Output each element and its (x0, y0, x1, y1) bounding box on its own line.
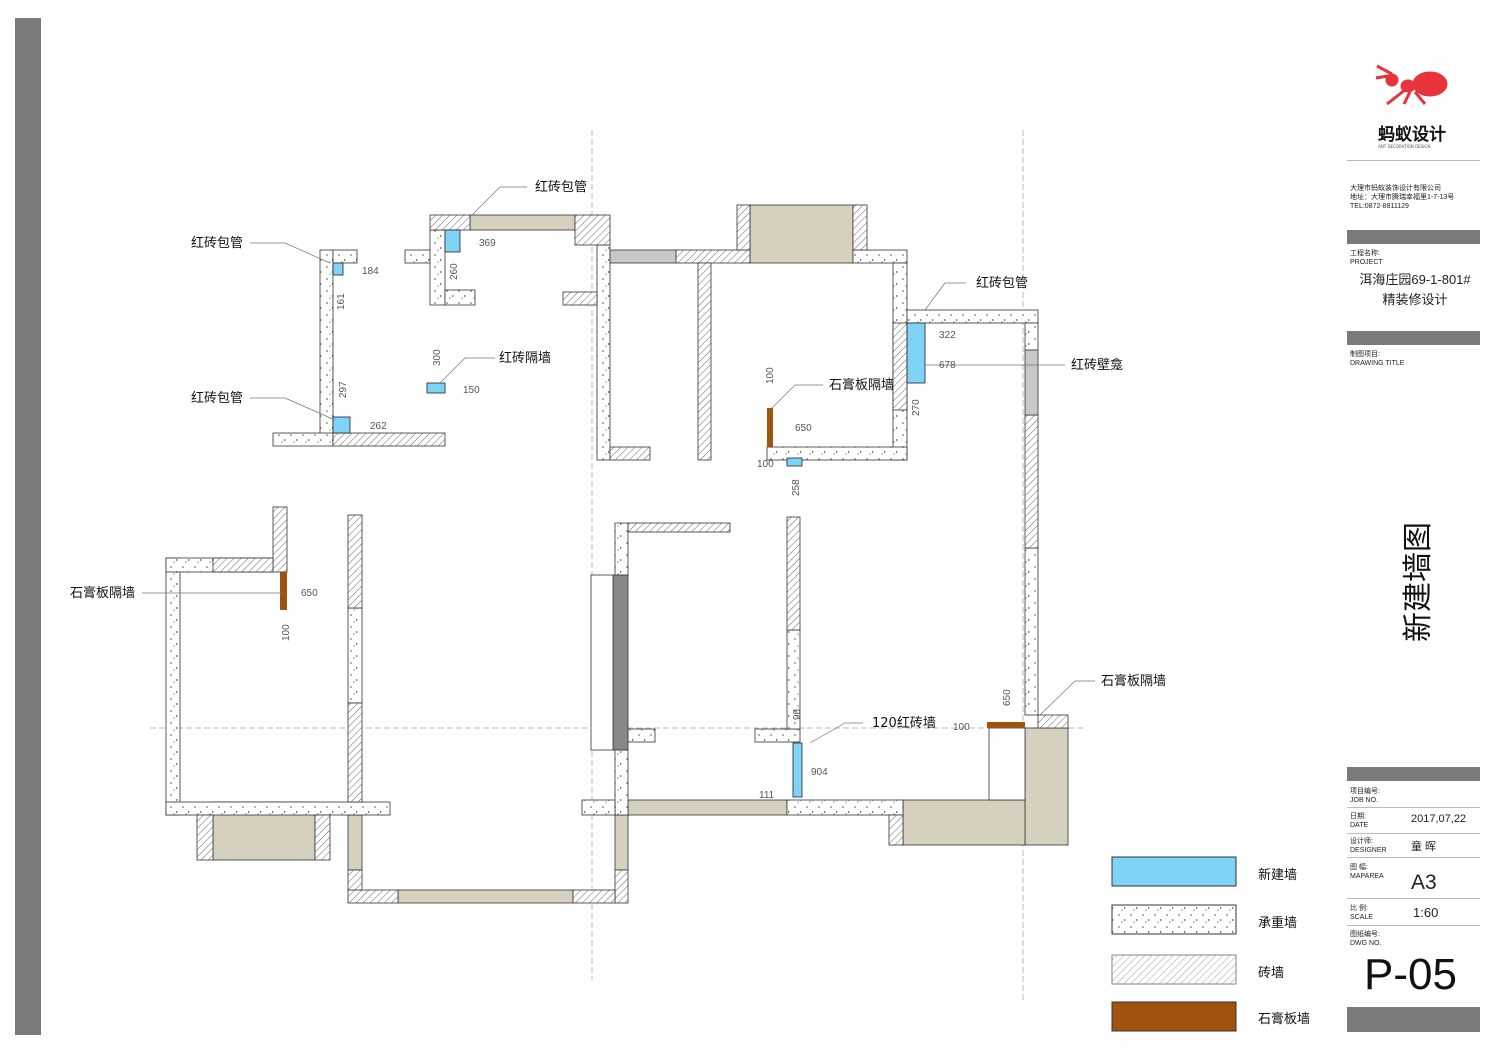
dimension: 258 (791, 479, 802, 496)
scale-label-en: SCALE (1350, 914, 1373, 921)
dimension: 100 (765, 367, 776, 384)
dimension: 678 (939, 360, 956, 371)
maparea-value: A3 (1411, 871, 1437, 894)
dimension: 369 (479, 238, 496, 249)
title-block-bar (1347, 767, 1480, 781)
gypsum-walls (280, 408, 1025, 728)
dimension: 161 (336, 293, 347, 310)
axis-lines (150, 130, 1085, 1000)
date-label-en: DATE (1350, 822, 1369, 829)
drawing-title-label: 制图项目: (1350, 351, 1380, 358)
legend-swatch-new-wall (1111, 856, 1237, 887)
designer-value: 童 晖 (1411, 841, 1437, 853)
dimensions: 369 184 260 161 300 150 297 262 322 678 … (281, 238, 1013, 801)
company-logo-text: 蚂蚁设计 (1378, 124, 1446, 145)
dimension: 111 (759, 790, 775, 801)
leader-lines (142, 186, 1095, 744)
title-block-bar (1347, 230, 1480, 244)
project-label-en: PROJECT (1350, 259, 1383, 266)
legend-label: 承重墙 (1258, 915, 1297, 931)
legend-label: 石膏板墙 (1258, 1011, 1310, 1027)
dimension: 904 (811, 767, 828, 778)
left-margin-bar (15, 18, 41, 1035)
title-block-bar (1347, 331, 1480, 345)
date-label: 日期: (1350, 813, 1366, 820)
company-tel: TEL:0872-8811129 (1350, 203, 1409, 210)
dimension: 650 (301, 588, 318, 599)
job-no-label-en: JOB NO. (1350, 797, 1379, 804)
project-label: 工程名称: (1350, 250, 1380, 257)
maparea-label: 图 幅: (1350, 864, 1368, 871)
annotation: 120红砖墙 (872, 715, 936, 731)
date-value: 2017,07,22 (1411, 813, 1467, 825)
scale-value: 1:60 (1413, 905, 1439, 920)
company-address: 地址：大理市腾瑞幸福里1-7-13号 (1350, 194, 1455, 201)
dimension: 100 (281, 624, 292, 641)
dimension: 650 (1002, 689, 1013, 706)
designer-label: 设计师: (1350, 838, 1373, 845)
annotation: 红砖包管 (191, 235, 243, 251)
dimension: 260 (449, 263, 460, 280)
annotation: 石膏板隔墙 (1101, 673, 1166, 689)
dwg-no-label-en: DWG NO. (1350, 940, 1382, 947)
company-logo-subtext: ANT DECORATION DESIGN (1378, 144, 1431, 149)
dimension: 262 (370, 421, 387, 432)
dimension: 100 (953, 722, 970, 733)
dwg-no-value: P-05 (1364, 950, 1457, 999)
company-info: 大理市蚂蚁装饰设计有限公司 地址：大理市腾瑞幸福里1-7-13号 TEL:087… (1350, 184, 1454, 211)
dimension: 322 (939, 330, 956, 341)
maparea-label-en: MAPAREA (1350, 873, 1384, 880)
annotation: 红砖包管 (535, 179, 587, 195)
company-full-name: 大理市蚂蚁装饰设计有限公司 (1350, 185, 1441, 192)
dwg-no-label: 图纸编号: (1350, 931, 1380, 938)
annotation: 红砖包管 (976, 275, 1028, 291)
drawing-title-label-en: DRAWING TITLE (1350, 360, 1405, 367)
legend-swatch-load-bearing (1111, 904, 1237, 935)
dimension: 300 (432, 349, 443, 366)
dimension: 184 (362, 266, 379, 277)
annotation: 红砖包管 (191, 390, 243, 406)
dimension: 100 (757, 459, 774, 470)
walls (165, 204, 1069, 904)
title-block-bar (1347, 1007, 1480, 1032)
annotation: 石膏板隔墙 (829, 377, 894, 393)
ant-logo-icon (1375, 64, 1448, 106)
dimension: 650 (795, 423, 812, 434)
scale-label: 比 例: (1350, 905, 1368, 912)
annotation: 石膏板隔墙 (70, 585, 135, 601)
project-name: 洱海庄园69-1-801# (1359, 272, 1471, 287)
job-no-label: 项目编号: (1350, 788, 1380, 795)
dimension: 98 (792, 708, 803, 720)
annotation: 红砖壁龛 (1071, 357, 1123, 373)
annotations: 红砖包管 红砖包管 红砖隔墙 红砖包管 红砖包管 红砖壁龛 石膏板隔墙 石膏板隔… (70, 179, 1166, 731)
dimension: 270 (911, 399, 922, 416)
drawing-title: 新建墙图 (1401, 522, 1436, 642)
legend: 新建墙 承重墙 砖墙 石膏板墙 (1111, 856, 1310, 1032)
legend-label: 砖墙 (1258, 966, 1284, 981)
legend-swatch-brick (1111, 954, 1237, 985)
dimension: 297 (338, 381, 349, 398)
new-walls (332, 229, 926, 798)
designer-label-en: DESIGNER (1350, 847, 1387, 854)
legend-swatch-gypsum (1111, 1001, 1237, 1032)
dimension: 150 (463, 385, 480, 396)
annotation: 红砖隔墙 (499, 350, 551, 366)
project-subtitle: 精装修设计 (1382, 292, 1448, 307)
legend-label: 新建墙 (1258, 867, 1297, 883)
